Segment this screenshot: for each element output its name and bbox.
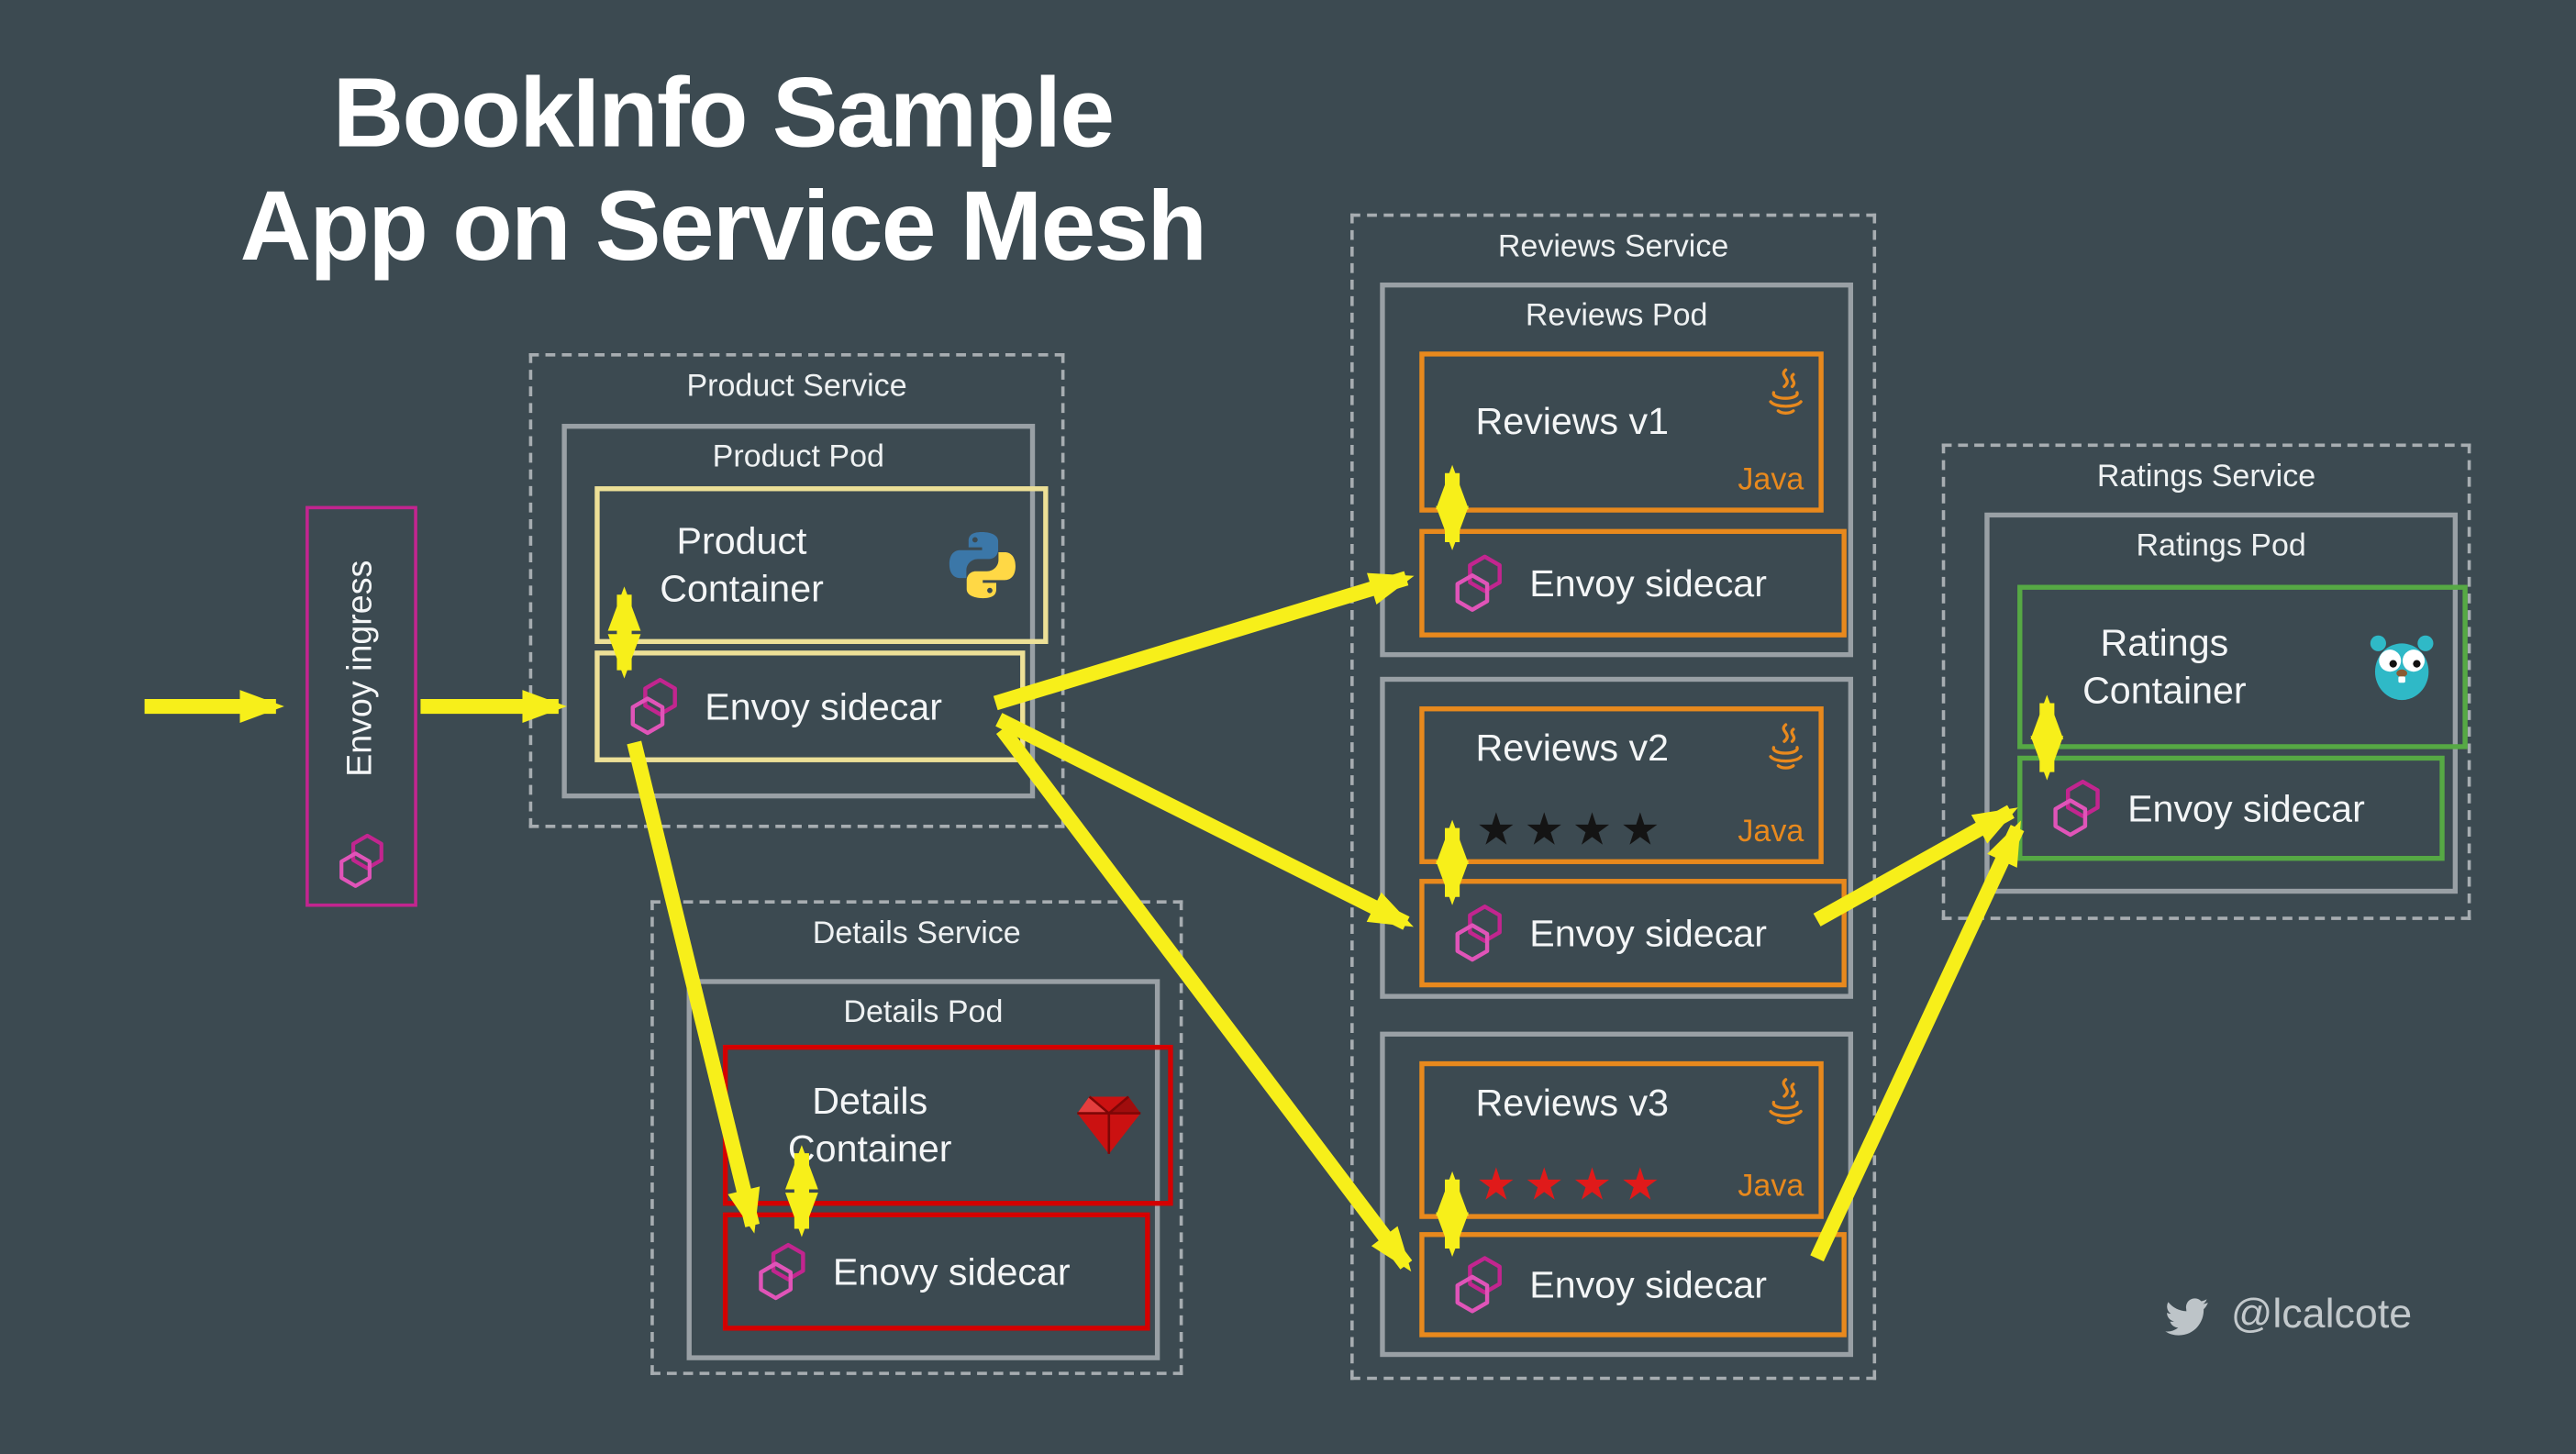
java-label: Java: [1738, 463, 1804, 498]
ratings-pod-label: Ratings Pod: [2136, 528, 2306, 564]
envoy-logo-icon: [1448, 552, 1510, 615]
envoy-logo-icon: [2046, 777, 2108, 839]
java-logo-icon: [1769, 1078, 1803, 1125]
twitter-handle: @lcalcote: [2230, 1291, 2413, 1337]
reviews-v3-box: Reviews v3 ★★★★ Java: [1419, 1060, 1824, 1219]
product-pod-label: Product Pod: [712, 439, 884, 475]
product-envoy-sidecar-box: Envoy sidecar: [594, 650, 1026, 762]
details-pod-label: Details Pod: [843, 995, 1004, 1030]
product-container-box: Product Container: [594, 486, 1049, 644]
reviews-pod-box: Reviews Pod: [1380, 283, 1854, 658]
python-logo-icon: [949, 531, 1016, 599]
ratings-container-label: Ratings Container: [2082, 621, 2247, 712]
footer-credit: @lcalcote: [2162, 1292, 2412, 1339]
reviews-v1-sidecar-label: Envoy sidecar: [1529, 561, 1767, 605]
details-container-label: Details Container: [787, 1080, 952, 1171]
ratings-pod-box: Ratings Pod: [1984, 512, 2459, 894]
reviews-v3-stars: ★★★★: [1476, 1160, 1669, 1210]
reviews-v1-box: Reviews v1 Java: [1419, 351, 1824, 513]
envoy-logo-icon: [750, 1240, 813, 1303]
details-envoy-sidecar-box: Enovy sidecar: [722, 1212, 1150, 1331]
ratings-service-label: Ratings Service: [2096, 460, 2316, 495]
ingress-label: Envoy ingress: [341, 560, 380, 777]
reviews-v3-envoy-sidecar-box: Envoy sidecar: [1419, 1232, 1847, 1337]
reviews-v1-label: Reviews v1: [1475, 399, 1670, 442]
java-label: Java: [1738, 1170, 1804, 1204]
twitter-icon: [2165, 1297, 2208, 1335]
reviews-v2-stars: ★★★★: [1476, 805, 1669, 855]
java-label: Java: [1738, 815, 1804, 849]
reviews-service-label: Reviews Service: [1497, 229, 1729, 265]
product-container-label: Product Container: [660, 519, 824, 610]
product-service-label: Product Service: [686, 369, 907, 405]
title-line-1: BookInfo Sample: [332, 57, 1116, 168]
reviews-v2-label: Reviews v2: [1475, 726, 1670, 770]
go-gopher-logo-icon: [2370, 635, 2434, 701]
ratings-envoy-sidecar-box: Envoy sidecar: [2017, 755, 2445, 861]
envoy-logo-icon: [623, 675, 685, 738]
ruby-logo-icon: [1076, 1095, 1142, 1156]
reviews-v2-sidecar-label: Envoy sidecar: [1529, 910, 1767, 954]
reviews-v2-envoy-sidecar-box: Envoy sidecar: [1419, 879, 1847, 988]
reviews-v2-box: Reviews v2 ★★★★ Java: [1419, 706, 1824, 864]
envoy-logo-icon: [1448, 1253, 1510, 1315]
ratings-container-box: Ratings Container: [2017, 584, 2468, 749]
title-line-2: App on Service Mesh: [239, 171, 1207, 282]
details-sidecar-label: Enovy sidecar: [832, 1249, 1071, 1293]
java-logo-icon: [1769, 368, 1803, 415]
envoy-logo-icon: [332, 831, 391, 890]
reviews-pod-label: Reviews Pod: [1525, 298, 1708, 334]
reviews-v3-label: Reviews v3: [1475, 1081, 1670, 1124]
diagram-title: BookInfo Sample App on Service Mesh: [148, 56, 1298, 283]
reviews-v1-envoy-sidecar-box: Envoy sidecar: [1419, 528, 1847, 638]
envoy-ingress-box: Envoy ingress: [305, 505, 417, 907]
java-logo-icon: [1769, 723, 1803, 770]
details-service-label: Details Service: [812, 916, 1021, 951]
details-container-box: Details Container: [722, 1044, 1173, 1206]
ratings-sidecar-label: Envoy sidecar: [2127, 785, 2365, 829]
product-sidecar-label: Envoy sidecar: [705, 683, 942, 727]
envoy-logo-icon: [1448, 902, 1510, 964]
ratings-service-box: Ratings Service: [1941, 443, 2471, 920]
reviews-v3-sidecar-label: Envoy sidecar: [1529, 1262, 1767, 1305]
